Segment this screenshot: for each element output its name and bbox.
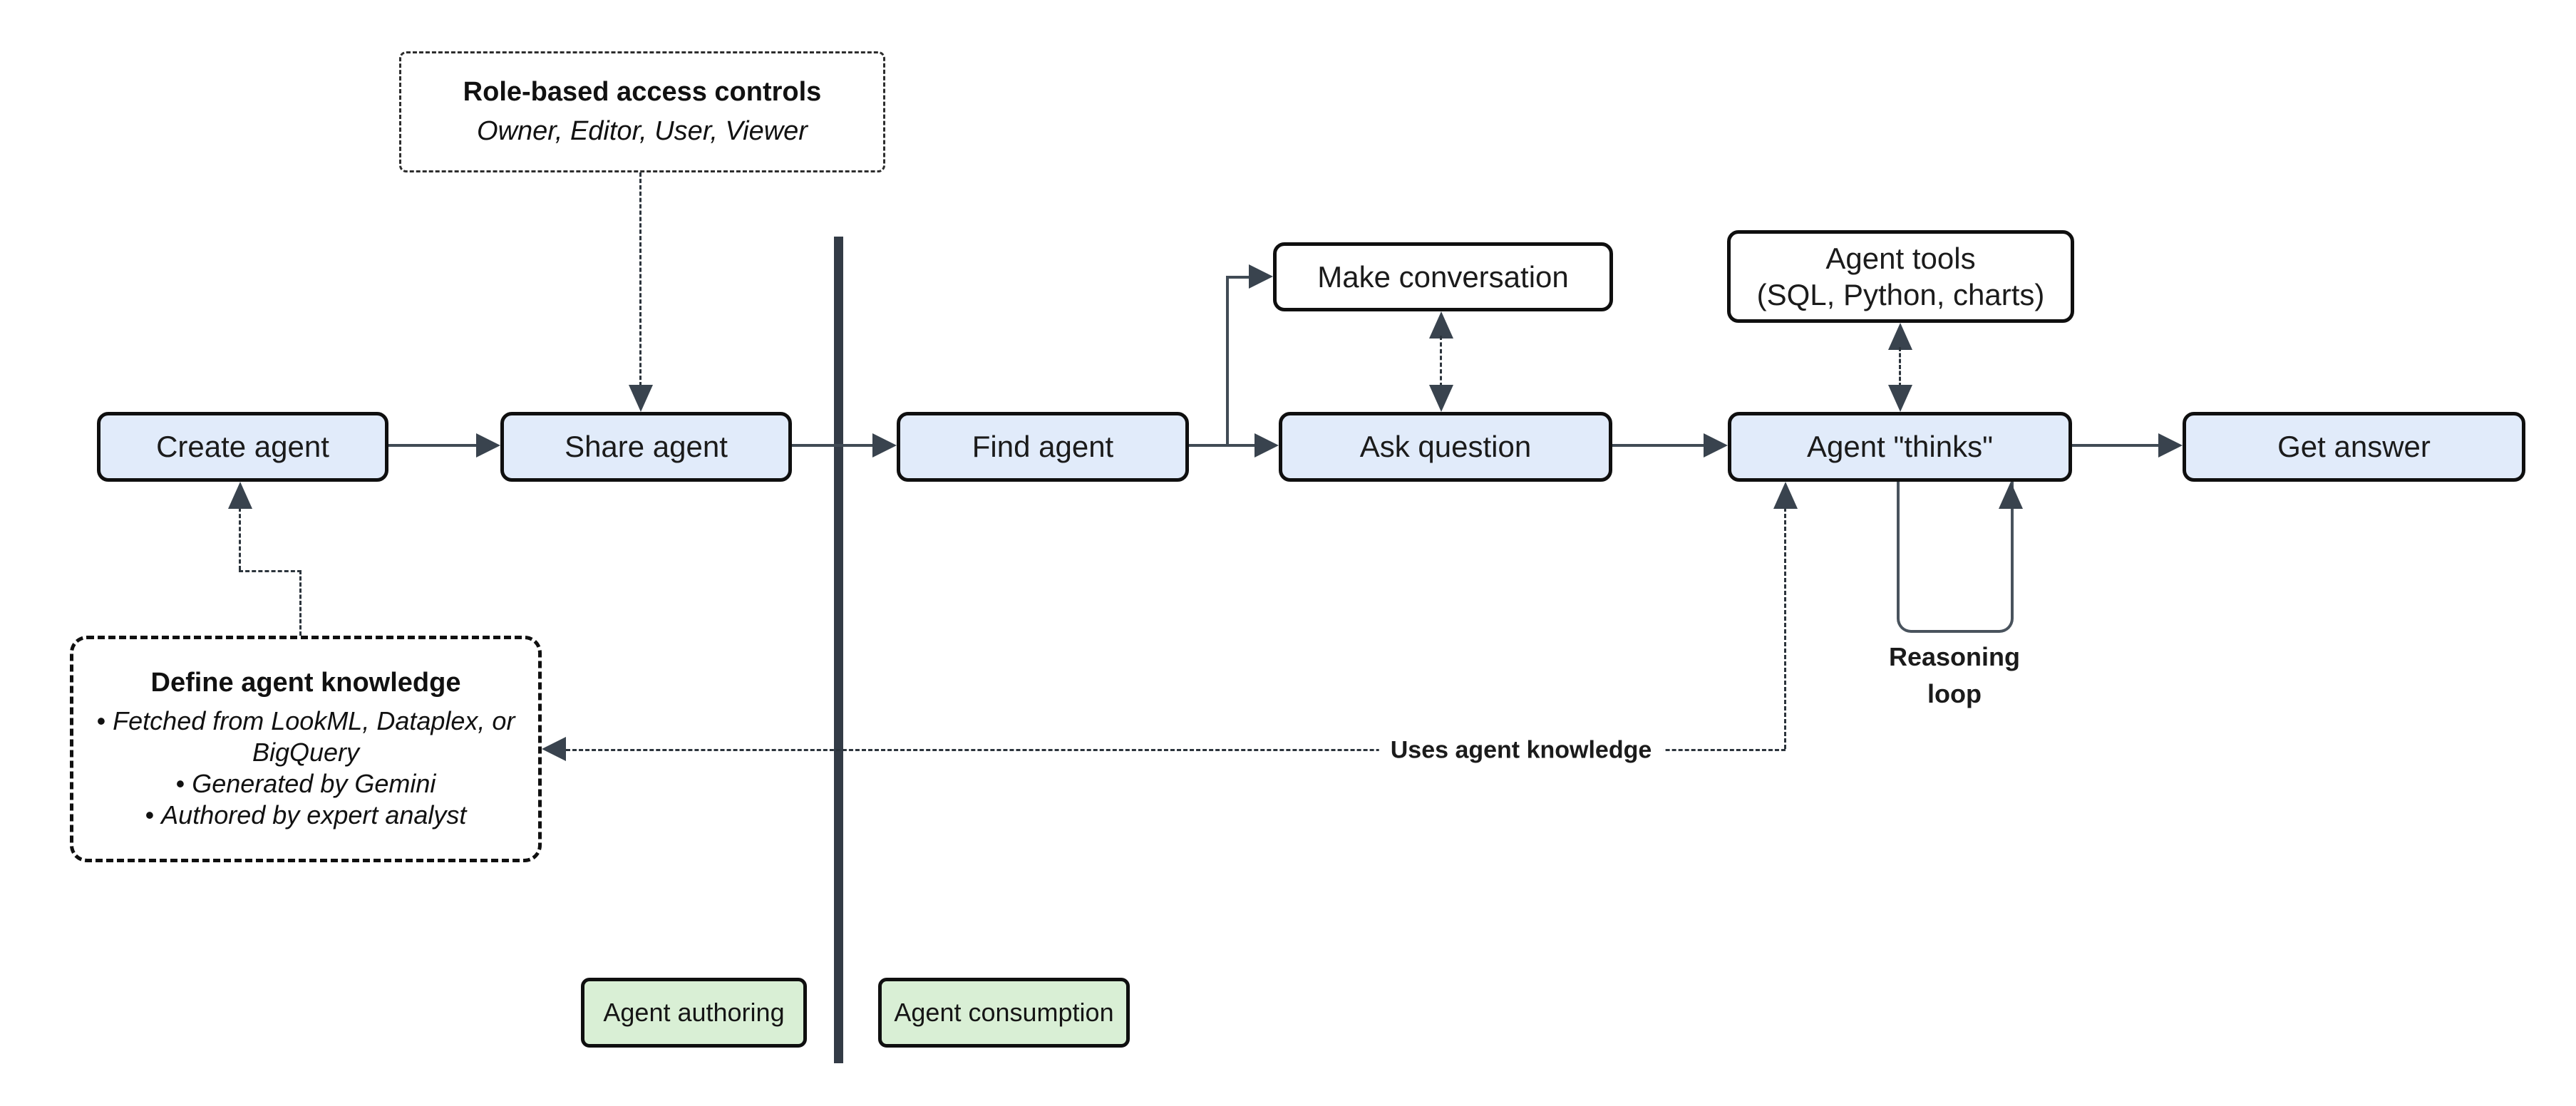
arrowhead-up-agent-thinks-knowledge [1773, 482, 1798, 509]
node-create-agent-label: Create agent [156, 430, 329, 464]
reasoning-loop-connector [1897, 482, 2014, 633]
node-agent-thinks-label: Agent "thinks" [1807, 430, 1993, 464]
node-agent-thinks: Agent "thinks" [1728, 412, 2072, 482]
reasoning-loop-line1: Reasoning [1888, 642, 2021, 671]
edge-uses-knowledge-horizontal [566, 749, 1786, 751]
node-share-agent-label: Share agent [565, 430, 728, 464]
arrowhead-agent-thinks [1704, 433, 1728, 458]
node-share-agent: Share agent [500, 412, 792, 482]
edge-knowledge-to-create-leg1 [299, 570, 302, 636]
node-ask-question: Ask question [1279, 412, 1612, 482]
arrowhead-share-agent [476, 433, 500, 458]
node-make-conversation: Make conversation [1273, 242, 1613, 311]
arrowhead-down-ask-question [1429, 385, 1453, 412]
arrowhead-up-make-conversation [1429, 311, 1453, 338]
lane-consumption-text: Agent consumption [894, 998, 1114, 1027]
rbac-subtitle: Owner, Editor, User, Viewer [477, 116, 808, 146]
define-knowledge-callout: Define agent knowledge Fetched from Look… [70, 636, 542, 862]
edge-share-to-find [792, 444, 875, 447]
node-find-agent: Find agent [897, 412, 1189, 482]
reasoning-loop-label: Reasoning loop [1840, 639, 2068, 713]
node-get-answer: Get answer [2183, 412, 2525, 482]
lane-divider [834, 237, 843, 1063]
arrowhead-get-answer [2158, 433, 2183, 458]
edge-knowledge-to-create-leg2 [239, 570, 302, 572]
define-knowledge-bullets: Fetched from LookML, Dataplex, or BigQue… [92, 706, 520, 831]
arrowhead-reasoning-loop [1999, 482, 2023, 509]
knowledge-bullet: Fetched from LookML, Dataplex, or BigQue… [92, 706, 520, 768]
edge-knowledge-to-create-leg3 [239, 507, 241, 570]
lane-label-agent-authoring: Agent authoring [581, 978, 807, 1048]
arrowhead-into-create-agent [228, 482, 252, 509]
node-find-agent-label: Find agent [972, 430, 1114, 464]
edge-uses-knowledge-vertical [1784, 507, 1786, 749]
lane-authoring-text: Agent authoring [603, 998, 785, 1027]
node-agent-tools-line1: Agent tools [1825, 241, 1976, 275]
edge-makeconv-ask-dashed [1440, 336, 1442, 387]
arrowhead-up-agent-tools [1888, 323, 1912, 350]
edge-ask-to-thinks [1612, 444, 1704, 447]
rbac-title: Role-based access controls [463, 77, 822, 107]
edge-find-to-ask [1189, 444, 1257, 447]
node-make-conversation-label: Make conversation [1317, 259, 1569, 294]
node-agent-tools: Agent tools (SQL, Python, charts) [1727, 230, 2074, 323]
arrowhead-into-share-agent [629, 385, 653, 412]
edge-find-to-makeconv-horizontal [1226, 276, 1250, 279]
node-get-answer-label: Get answer [2277, 430, 2431, 464]
node-ask-question-label: Ask question [1359, 430, 1532, 464]
arrowhead-into-define-knowledge [542, 737, 566, 761]
edge-rbac-to-share [639, 172, 642, 386]
lane-label-agent-consumption: Agent consumption [878, 978, 1130, 1048]
arrowhead-down-agent-thinks [1888, 385, 1912, 412]
node-agent-tools-line2: (SQL, Python, charts) [1756, 278, 2045, 311]
define-knowledge-title: Define agent knowledge [150, 667, 461, 698]
rbac-callout: Role-based access controls Owner, Editor… [399, 51, 885, 172]
edge-find-to-makeconv-vertical [1226, 276, 1229, 447]
edge-tools-thinks-dashed [1899, 347, 1901, 387]
arrowhead-make-conversation [1249, 264, 1273, 289]
arrowhead-find-agent [872, 433, 897, 458]
uses-agent-knowledge-label: Uses agent knowledge [1379, 735, 1664, 766]
edge-create-to-share [388, 444, 478, 447]
knowledge-bullet: Authored by expert analyst [92, 800, 520, 831]
edge-thinks-to-answer [2072, 444, 2158, 447]
knowledge-bullet: Generated by Gemini [92, 768, 520, 800]
arrowhead-ask-question [1254, 433, 1279, 458]
reasoning-loop-line2: loop [1927, 679, 1982, 709]
node-create-agent: Create agent [97, 412, 388, 482]
